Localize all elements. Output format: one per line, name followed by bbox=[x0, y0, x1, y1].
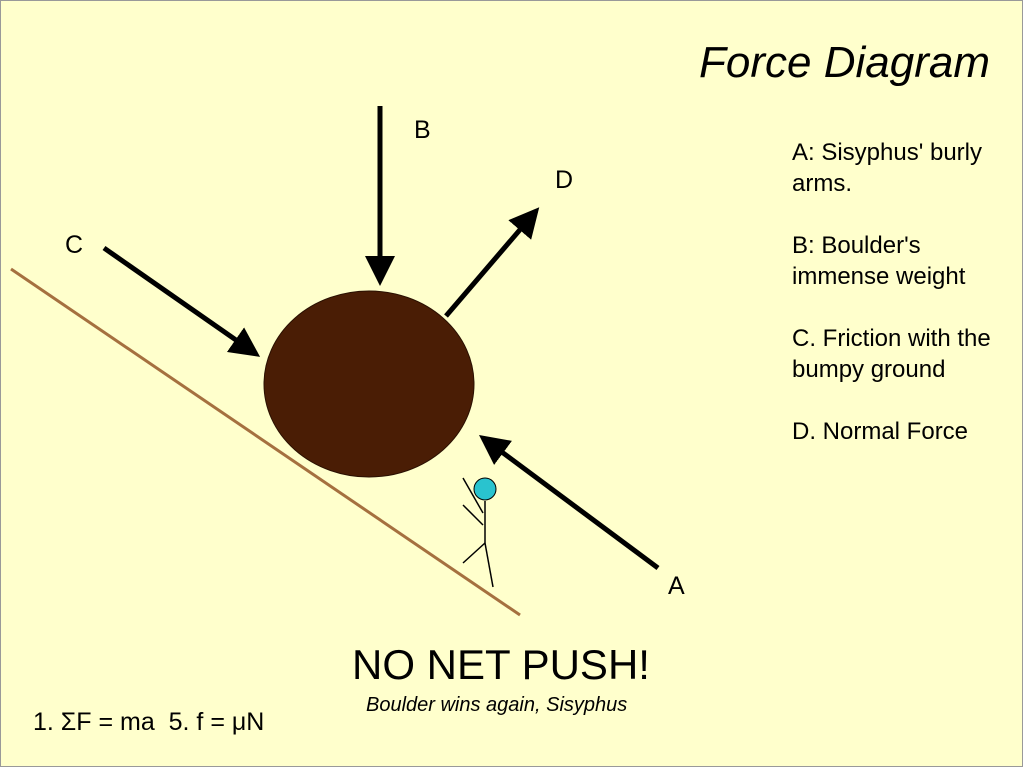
force-arrow-c bbox=[102, 245, 261, 357]
equations: 1. ΣF = ma 5. f = μN bbox=[33, 708, 265, 736]
headline: NO NET PUSH! bbox=[352, 641, 650, 688]
force-arrow-a bbox=[478, 435, 660, 571]
force-arrow-d bbox=[444, 207, 540, 318]
slope-line bbox=[10, 267, 521, 617]
legend-item-d: D. Normal Force bbox=[792, 418, 969, 445]
slide-title: Force Diagram bbox=[699, 38, 990, 87]
force-label-a: A bbox=[668, 572, 685, 600]
force-label-d: D bbox=[555, 166, 574, 194]
force-legend: A: Sisyphus' burly arms. B: Boulder's im… bbox=[792, 137, 992, 478]
legend-item-b: B: Boulder's immense weight bbox=[792, 232, 966, 290]
force-label-b: B bbox=[414, 116, 431, 144]
figure-head bbox=[473, 477, 497, 501]
legend-item-a: A: Sisyphus' burly arms. bbox=[792, 139, 982, 197]
legend-item-c: C. Friction with the bumpy ground bbox=[792, 325, 991, 383]
subhead: Boulder wins again, Sisyphus bbox=[366, 694, 628, 716]
boulder bbox=[263, 290, 475, 478]
force-label-c: C bbox=[65, 231, 84, 259]
sisyphus-figure bbox=[462, 477, 497, 588]
